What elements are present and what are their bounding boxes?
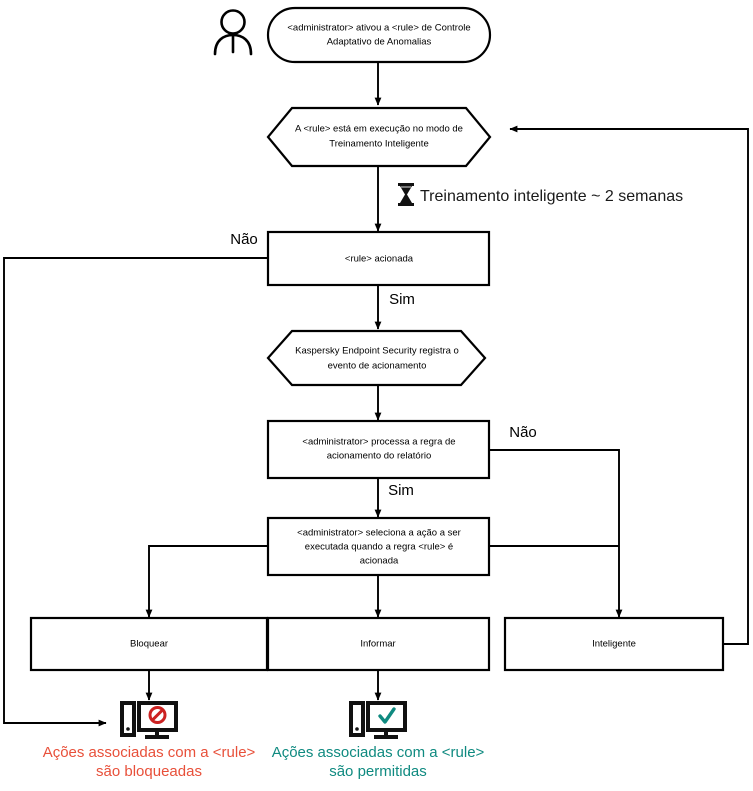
note-training-duration: Treinamento inteligente ~ 2 semanas bbox=[420, 188, 683, 205]
node-admin-processes[interactable]: <administrator> processa a regra de acio… bbox=[266, 419, 491, 480]
edge-processes-no-to-smart bbox=[489, 449, 623, 618]
node-admin-selects-line2: executada quando a regra <rule> é bbox=[305, 542, 453, 553]
node-admin-selects-line3: acionada bbox=[360, 556, 399, 567]
person-icon bbox=[213, 9, 253, 56]
hourglass-icon bbox=[398, 183, 414, 206]
node-block[interactable]: Bloquear bbox=[29, 616, 269, 672]
node-admin-processes-line2: acionamento do relatório bbox=[327, 451, 432, 462]
outcome-allowed-line2: são permitidas bbox=[329, 763, 427, 780]
outcome-blocked-line2: são bloqueadas bbox=[96, 763, 202, 780]
node-smart[interactable]: Inteligente bbox=[503, 616, 725, 672]
edge-label-yes-rule-triggered: Sim bbox=[389, 291, 415, 308]
node-start-line2: Adaptativo de Anomalias bbox=[327, 37, 432, 48]
edge-rule-no-to-blocked bbox=[3, 257, 268, 727]
node-training-mode-line1: A <rule> está em execução no modo de bbox=[295, 124, 463, 135]
node-admin-selects-line1: <administrator> seleciona a ação a ser bbox=[297, 528, 461, 539]
edge-label-yes-admin-processes: Sim bbox=[388, 482, 414, 499]
computer-allowed-icon bbox=[349, 701, 407, 739]
edge-label-no-rule-triggered: Não bbox=[230, 231, 258, 248]
node-training-mode[interactable]: A <rule> está em execução no modo de Tre… bbox=[266, 106, 492, 168]
edge-smart-back-to-training bbox=[509, 125, 749, 645]
node-inform[interactable]: Informar bbox=[266, 616, 491, 672]
node-rule-triggered-line1: <rule> acionada bbox=[345, 254, 414, 265]
outcome-allowed-line1: Ações associadas com a <rule> bbox=[272, 744, 485, 761]
node-start[interactable]: <administrator> ativou a <rule> de Contr… bbox=[266, 6, 492, 64]
node-training-mode-line2: Treinamento Inteligente bbox=[329, 139, 428, 150]
node-admin-processes-line1: <administrator> processa a regra de bbox=[302, 437, 455, 448]
node-kes-logs-line2: evento de acionamento bbox=[328, 361, 427, 372]
node-start-line1: <administrator> ativou a <rule> de Contr… bbox=[287, 23, 470, 34]
node-kes-logs[interactable]: Kaspersky Endpoint Security registra o e… bbox=[266, 329, 487, 387]
node-block-label: Bloquear bbox=[130, 639, 168, 650]
node-rule-triggered[interactable]: <rule> acionada bbox=[266, 230, 491, 287]
edge-label-no-admin-processes: Não bbox=[509, 424, 537, 441]
edge-selects-to-block bbox=[145, 545, 268, 618]
outcome-blocked-line1: Ações associadas com a <rule> bbox=[43, 744, 256, 761]
computer-blocked-icon bbox=[120, 701, 178, 739]
node-smart-label: Inteligente bbox=[592, 639, 636, 650]
node-kes-logs-line1: Kaspersky Endpoint Security registra o bbox=[295, 346, 459, 357]
node-inform-label: Informar bbox=[360, 639, 395, 650]
node-admin-selects[interactable]: <administrator> seleciona a ação a ser e… bbox=[266, 516, 491, 577]
